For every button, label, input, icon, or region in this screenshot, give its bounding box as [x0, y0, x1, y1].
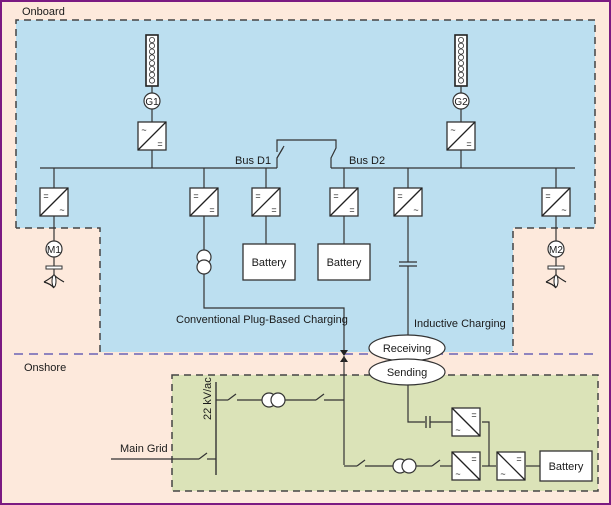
motor-1-inverter: =~	[39, 187, 69, 217]
battery-1-converter: ==	[251, 187, 281, 217]
converter-symbol: ~	[141, 125, 146, 135]
bus-d1-label: Bus D1	[235, 155, 271, 167]
feeder-2-switch-b[interactable]	[431, 459, 441, 467]
converter-symbol: ~	[455, 425, 460, 435]
plug-charging-converter: ==	[189, 187, 219, 217]
charging-station-region	[172, 375, 598, 491]
converter-symbol: ~	[561, 205, 566, 215]
sending-coil	[368, 358, 446, 386]
converter-symbol: =	[157, 139, 162, 149]
converter-symbol: ~	[59, 205, 64, 215]
onshore-battery-label: Battery	[549, 461, 584, 473]
converter-symbol: ~	[450, 125, 455, 135]
converter-symbol: =	[516, 454, 521, 464]
sending-feed-line	[407, 385, 425, 423]
conventional-charging-label: Conventional Plug-Based Charging	[176, 314, 348, 326]
onboard-transformer-bottom	[196, 259, 212, 275]
converter-symbol: =	[193, 191, 198, 201]
battery-interface-converter: =~	[496, 451, 526, 481]
bus-d2-label: Bus D2	[349, 155, 385, 167]
sending-label: Sending	[387, 367, 427, 379]
feeder-1-transformer-b	[270, 392, 286, 408]
converter-symbol: =	[43, 191, 48, 201]
generator-g2: G2~=	[446, 34, 476, 168]
charging-station-border	[171, 374, 599, 492]
motor-label: M1	[47, 245, 61, 256]
shaft-coupling-icon	[547, 265, 565, 270]
plug-charging-line	[203, 274, 345, 355]
battery-2-converter: ==	[329, 187, 359, 217]
onboard-battery-2-label: Battery	[327, 257, 362, 269]
receiving-label: Receiving	[383, 343, 431, 355]
inductive-sending-converter: =~	[451, 407, 481, 437]
motor-2-inverter: =~	[541, 187, 571, 217]
converter-symbol: =	[349, 205, 354, 215]
converter-symbol: ~	[500, 469, 505, 479]
converter-symbol: ~	[455, 469, 460, 479]
generator-rectifier: ~=	[446, 121, 476, 151]
converter-symbol: =	[333, 191, 338, 201]
onshore-battery	[539, 450, 593, 482]
feeder-1-switch-b[interactable]	[315, 393, 325, 401]
onboard-battery-1-label: Battery	[252, 257, 287, 269]
main-grid-switch[interactable]	[198, 452, 208, 460]
motor-m1: M1	[43, 216, 65, 289]
zone-label-onboard: Onboard	[22, 6, 65, 18]
converter-symbol: =	[471, 410, 476, 420]
grid-rectifier: =~	[451, 451, 481, 481]
generator-label: G1	[145, 97, 159, 108]
generator-g1: G1~=	[137, 34, 167, 168]
feeder-2-transformer-b	[401, 458, 417, 474]
converter-symbol: =	[397, 191, 402, 201]
converter-symbol: =	[545, 191, 550, 201]
converter-symbol: =	[471, 454, 476, 464]
bus-tie-switch-d1-blade	[276, 147, 284, 159]
generator-label: G2	[454, 97, 468, 108]
onboard-battery-1	[242, 243, 296, 281]
converter-symbol: =	[466, 139, 471, 149]
onboard-region	[16, 20, 595, 352]
feeder-1-switch-a[interactable]	[227, 393, 237, 401]
main-grid-label: Main Grid	[120, 443, 168, 455]
onboard-border	[15, 19, 596, 352]
feeder-2-switch-a[interactable]	[356, 459, 366, 467]
motor-label: M2	[549, 245, 563, 256]
generator-rectifier: ~=	[137, 121, 167, 151]
onboard-battery-2	[317, 243, 371, 281]
inductive-charging-label: Inductive Charging	[414, 318, 506, 330]
converter-symbol: =	[209, 205, 214, 215]
onshore-dc-link	[482, 421, 490, 466]
shaft-coupling-icon	[45, 265, 63, 270]
converter-symbol: =	[255, 191, 260, 201]
converter-symbol: ~	[413, 205, 418, 215]
zone-label-onshore: Onshore	[24, 362, 66, 374]
ac-bus-voltage-label: 22 kV/ac	[202, 377, 214, 420]
converter-symbol: =	[271, 205, 276, 215]
inductive-charging-converter: =~	[393, 187, 423, 217]
motor-m2: M2	[545, 216, 567, 289]
